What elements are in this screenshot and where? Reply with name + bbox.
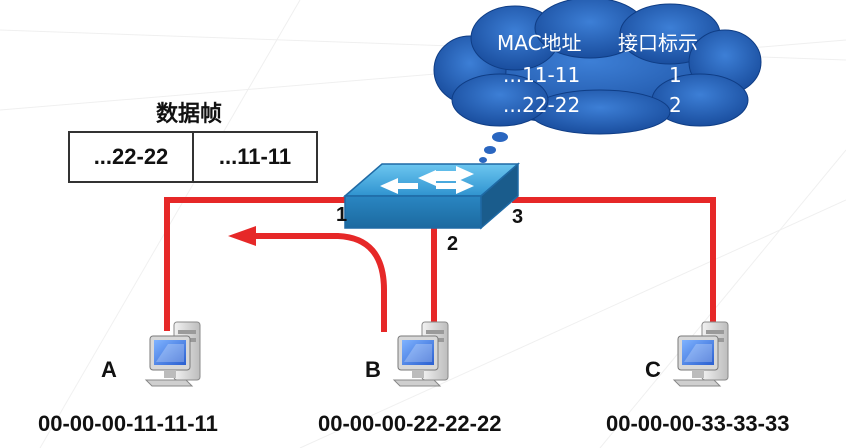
host-name-a: A [101,357,117,382]
link-1 [164,197,355,331]
computer-icon-a [145,321,201,387]
frame-title: 数据帧 [156,102,223,127]
thought-dots [479,132,508,163]
host-name-c: C [645,357,661,382]
port-label-3: 3 [512,206,524,228]
port-label-1: 1 [336,204,348,226]
host-mac-b: 00-00-00-22-22-22 [318,411,502,436]
computer-icon-c [673,321,729,387]
host-name-b: B [365,357,381,382]
mac-table-cloud [433,0,762,135]
switch-icon [342,162,521,230]
mac-header: MAC地址 [497,31,582,55]
frame-src-field: ...11-11 [192,131,318,183]
frame-dest-field: ...22-22 [68,131,194,183]
forwarding-arrow [228,226,387,332]
port-row-2: 2 [669,93,682,117]
host-mac-a: 00-00-00-11-11-11 [38,411,218,436]
mac-row-2: ...22-22 [503,93,581,117]
port-row-1: 1 [669,63,682,87]
port-header: 接口标示 [618,31,698,55]
port-label-2: 2 [447,233,459,255]
host-mac-c: 00-00-00-33-33-33 [606,411,790,436]
computer-icon-b [393,321,449,387]
link-3 [512,197,716,331]
mac-row-1: ...11-11 [503,63,581,87]
